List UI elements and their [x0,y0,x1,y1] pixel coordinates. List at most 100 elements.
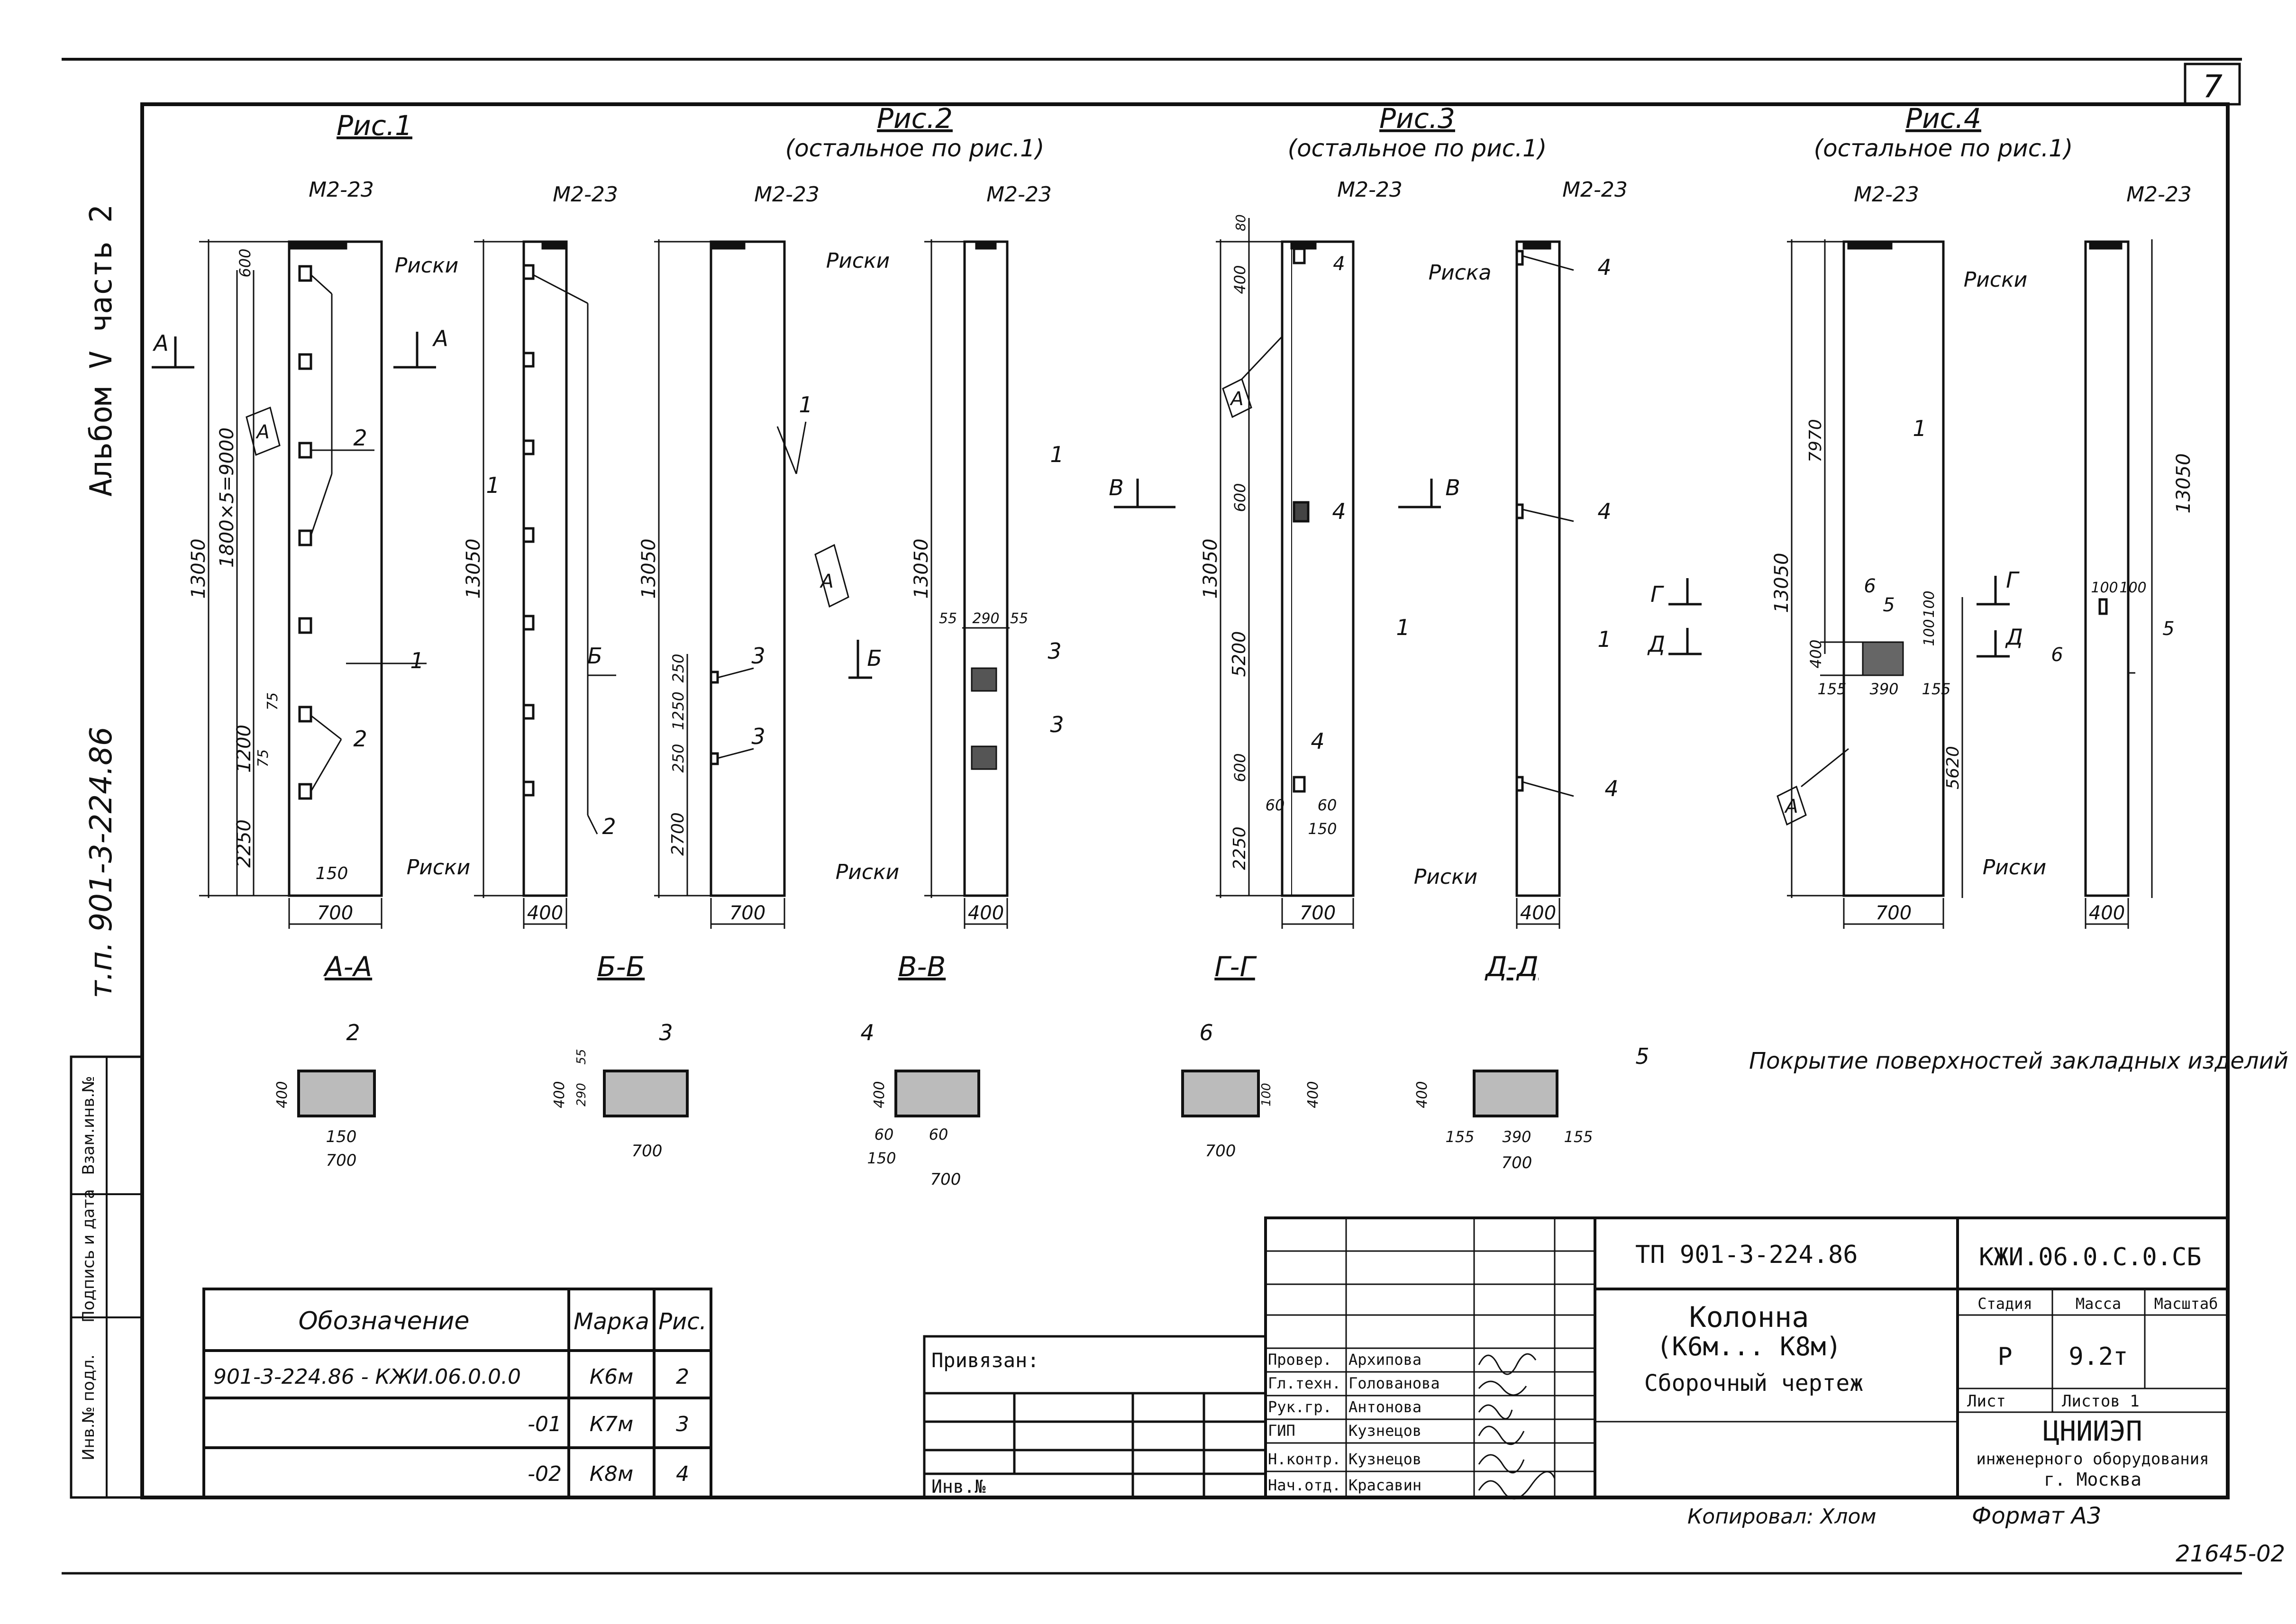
sec-bb-part: 3 [659,1020,673,1045]
tb-mass-header: Масса [2076,1295,2121,1313]
fig3s-part4b: 4 [1597,499,1611,524]
tb-staff-6-role: Нач.отд. [1268,1476,1341,1494]
fig3-riski-bot: Риски [1414,865,1478,889]
fig1-riski-bot: Риски [407,855,471,880]
tb-staff-1-name: Архипова [1348,1351,1421,1369]
fig1s-d400: 400 [527,902,563,924]
fig1-part2b: 2 [353,726,367,752]
fig3-height: 13050 [1200,538,1221,599]
fig2s-height: 13050 [911,538,932,599]
sec-dd-part: 5 [1635,1043,1649,1069]
fig1-d75a: 75 [264,692,281,710]
fig3-part4b: 4 [1332,499,1346,524]
fig2-d2700: 2700 [668,812,688,856]
spec-table [202,1288,712,1499]
fig3-subtitle: (остальное по рис.1) [1288,135,1547,162]
fig4-d100: 100 [1921,619,1938,646]
fig1-d1200: 1200 [233,725,255,773]
spec-row2-fig: 3 [676,1412,689,1436]
section-vv: В-В [898,951,946,983]
fig1-title: Рис.1 [337,109,412,142]
sec-dd-d400: 400 [1414,1081,1430,1108]
tb-name-2: (К6м... К8м) [1657,1332,1841,1361]
fig4-d5620: 5620 [1943,746,1963,789]
fig4-riski-bot: Риски [1983,855,2047,880]
fig4-labels: М2-23 М2-23 Риски Риски 13050 7970 400 5… [1771,182,2195,924]
fig3-d60a: 60 [1266,796,1285,814]
fig1-cut-marks [152,332,436,369]
footer-format: Формат А3 [1972,1503,2101,1529]
fig3-d600a: 600 [1231,483,1249,512]
fig4-detailA: А [1784,796,1798,817]
fig4-m223: М2-23 [1854,182,1919,207]
spec-row1-mark: К6м [590,1365,633,1389]
sec-bb-d400: 400 [551,1081,568,1108]
fig3-riska: Риска [1429,261,1492,285]
sheet-frame [62,58,2242,1575]
spec-row3-mark: К8м [590,1462,633,1486]
sec-gg-d400: 400 [1305,1081,1321,1108]
fig4-subtitle: (остальное по рис.1) [1814,135,2073,162]
sec-dd-d700: 700 [1502,1153,1532,1172]
fig2-title: Рис.2 [877,102,953,135]
tb-staff-1-role: Провер. [1268,1351,1332,1369]
tb-staff-3-role: Рук.гр. [1268,1398,1332,1416]
tb-org-1: ЦНИИЭП [2043,1415,2142,1447]
sec-vv-d60a: 60 [875,1125,894,1143]
fig3s-part4a: 4 [1597,254,1611,280]
section-shapes [297,1070,1558,1117]
project-code-side: т.п. 901-3-224.86 [84,726,119,998]
title-block-text: ТП 901-3-224.86 КЖИ.06.0.С.0.СБ Колонна … [1268,1241,2218,1494]
fig1s-height: 13050 [463,538,484,599]
fig2-part3a: 3 [751,643,765,669]
fig2-d250b: 250 [669,744,687,772]
fig4-front-view [1777,239,1963,929]
fig1-d700: 700 [317,902,353,924]
sheet-number: 7 [2203,68,2223,105]
sec-aa-part: 2 [346,1020,360,1045]
fig2-detailA: А [819,571,833,592]
fig1-front-view [199,239,427,929]
spec-row3-designation: -02 [528,1462,562,1486]
fig2-d700: 700 [729,902,765,924]
coating-note: Покрытие поверхностей закладных изделий … [1749,1048,2296,1074]
fig1-part2a: 2 [353,425,367,451]
fig2s-part3b: 3 [1050,712,1064,737]
fig3-title: Рис.3 [1379,102,1455,135]
fig4-part5: 5 [1883,594,1895,616]
fig1s-m223: М2-23 [553,182,618,207]
fig4s-part6: 6 [2051,644,2063,666]
sec-bb-d55: 55 [574,1049,589,1064]
binding-block [923,1335,1267,1499]
cut-d-fig3: Д [1647,631,1665,657]
fig4s-m223: М2-23 [2126,182,2192,207]
fig4s-part5: 5 [2162,618,2174,640]
sec-vv-d400: 400 [871,1081,888,1108]
fig4-side-view [2084,239,2153,929]
sec-dd-d390: 390 [1502,1128,1531,1146]
fig3-front-view [1216,218,1355,929]
cut-v-right: В [1445,475,1460,500]
fig3-part4a: 4 [1333,253,1345,275]
cut-v-left: В [1109,475,1124,500]
fig1-side-view [474,239,616,929]
spec-row3-fig: 4 [676,1462,689,1486]
tb-staff-6-name: Красавин [1348,1476,1421,1494]
spec-row1-fig: 2 [676,1365,689,1389]
fig3-d400: 400 [1231,265,1249,294]
fig1-detailA: А [255,421,269,443]
album-label: Альбом V часть 2 [84,205,119,497]
fig2-part1: 1 [799,392,812,417]
sec-aa-d150: 150 [326,1127,357,1146]
tb-name-1: Колонна [1689,1301,1809,1334]
fig4s-d400: 400 [2089,902,2125,924]
fig1-d75b: 75 [255,749,272,767]
fig4-d700: 700 [1876,902,1912,924]
fig4-d390: 390 [1869,680,1898,698]
tb-stage-header: Стадия [1977,1295,2032,1313]
sec-dd-d155a: 155 [1445,1128,1474,1146]
fig4-cut-marks [1977,576,2010,658]
fig1s-part1: 1 [486,472,500,498]
stamp-vzam: Взам.инв.№ [79,1076,98,1175]
